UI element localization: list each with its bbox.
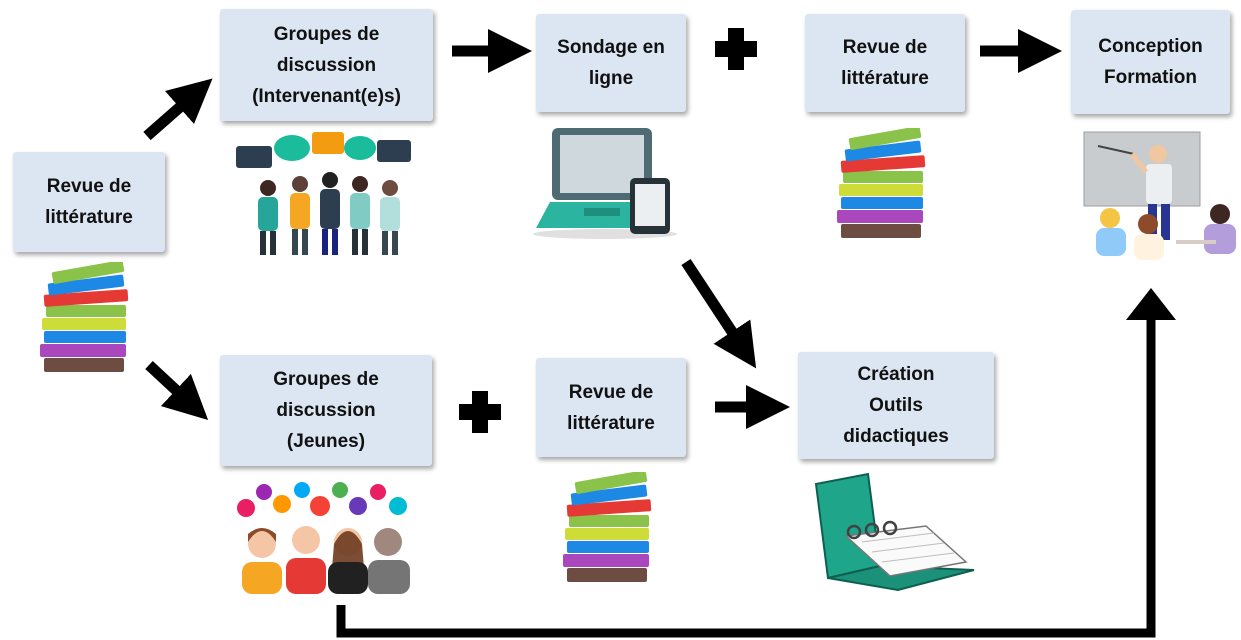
arrow-sondage-to-creation bbox=[681, 258, 757, 369]
plus-sign-bottom bbox=[459, 391, 501, 433]
plus-sign-top bbox=[715, 28, 757, 70]
box-groupes-discussion-jeunes: Groupes de discussion (Jeunes) bbox=[220, 355, 432, 466]
books-icon bbox=[40, 262, 129, 372]
arrow-loop-to-conception bbox=[336, 320, 1156, 638]
books-icon bbox=[563, 472, 652, 582]
arrow-revue-to-groupes-intervenants bbox=[143, 78, 213, 141]
teacher-classroom-icon bbox=[1083, 131, 1236, 260]
arrow-loop-head bbox=[1126, 288, 1176, 320]
discussion-people-icon bbox=[236, 132, 411, 255]
box-sondage-en-ligne: Sondage en ligne bbox=[536, 14, 686, 112]
box-groupes-discussion-intervenants: Groupes de discussion (Intervenant(e)s) bbox=[220, 9, 433, 121]
binder-icon bbox=[814, 472, 975, 592]
box-conception-formation: Conception Formation bbox=[1071, 10, 1230, 114]
box-creation-outils-didactiques: Création Outils didactiques bbox=[798, 352, 994, 459]
box-revue-litterature-top: Revue de littérature bbox=[805, 14, 965, 112]
arrow-revue-to-groupes-jeunes bbox=[145, 360, 209, 420]
laptop-tablet-icon bbox=[533, 128, 677, 239]
box-revue-litterature-left: Revue de littérature bbox=[13, 152, 165, 252]
books-icon bbox=[837, 128, 926, 238]
social-media-people-icon bbox=[237, 482, 410, 594]
box-revue-litterature-bottom: Revue de littérature bbox=[536, 358, 686, 457]
